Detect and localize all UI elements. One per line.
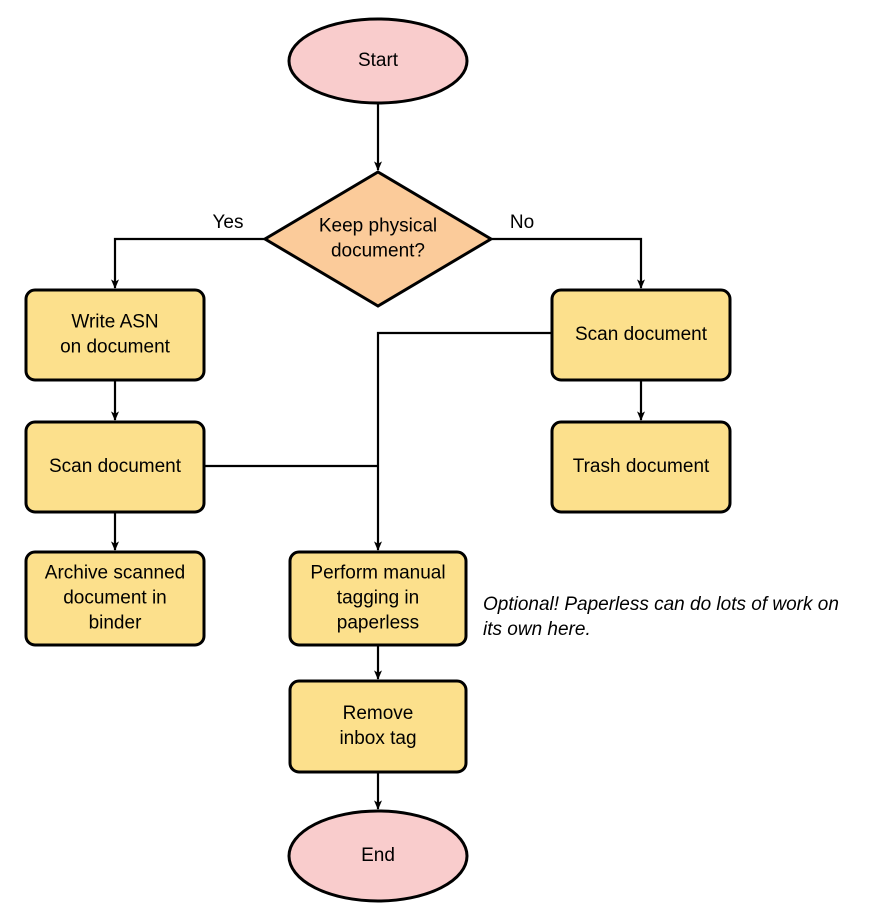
- node-label-scan-document-left: Scan document: [49, 456, 182, 477]
- edge-labels-layer: Yes No: [213, 212, 535, 233]
- node-shape-process: [24, 550, 206, 647]
- annotation-paperless-optional-note: Optional! Paperless can do lots of work …: [483, 594, 839, 640]
- node-trash-document[interactable]: Trash document: [550, 420, 732, 514]
- edge-scan-document-right-to-manual-tagging: [374, 331, 552, 551]
- node-shape-diamond: [262, 170, 494, 308]
- node-label-end: End: [361, 845, 395, 866]
- node-label-trash-document: Trash document: [573, 456, 710, 477]
- node-scan-document-left[interactable]: Scan document: [24, 420, 206, 514]
- node-shape-ellipse: [287, 809, 469, 903]
- node-shape-ellipse: [287, 17, 469, 105]
- node-end[interactable]: End: [287, 809, 469, 903]
- node-label-start: Start: [358, 50, 399, 71]
- node-shape-process: [550, 288, 732, 382]
- edges-layer: [111, 104, 645, 810]
- node-shape-process: [288, 679, 468, 774]
- annotations-layer: Optional! Paperless can do lots of work …: [483, 594, 839, 640]
- edge-label-decision-yes-to-write-asn: Yes: [213, 212, 244, 233]
- node-shape-process: [24, 288, 206, 382]
- node-start[interactable]: Start: [287, 17, 469, 105]
- node-label-scan-document-right: Scan document: [575, 324, 708, 345]
- node-scan-document-right[interactable]: Scan document: [550, 288, 732, 382]
- node-shape-process: [24, 420, 206, 514]
- edge-decision-no-to-scan-document-right: [492, 237, 645, 289]
- node-shape-process: [550, 420, 732, 514]
- edge-decision-yes-to-write-asn: [111, 237, 265, 289]
- edge-label-decision-no-to-scan-document-right: No: [510, 212, 534, 233]
- node-shape-process: [288, 550, 468, 647]
